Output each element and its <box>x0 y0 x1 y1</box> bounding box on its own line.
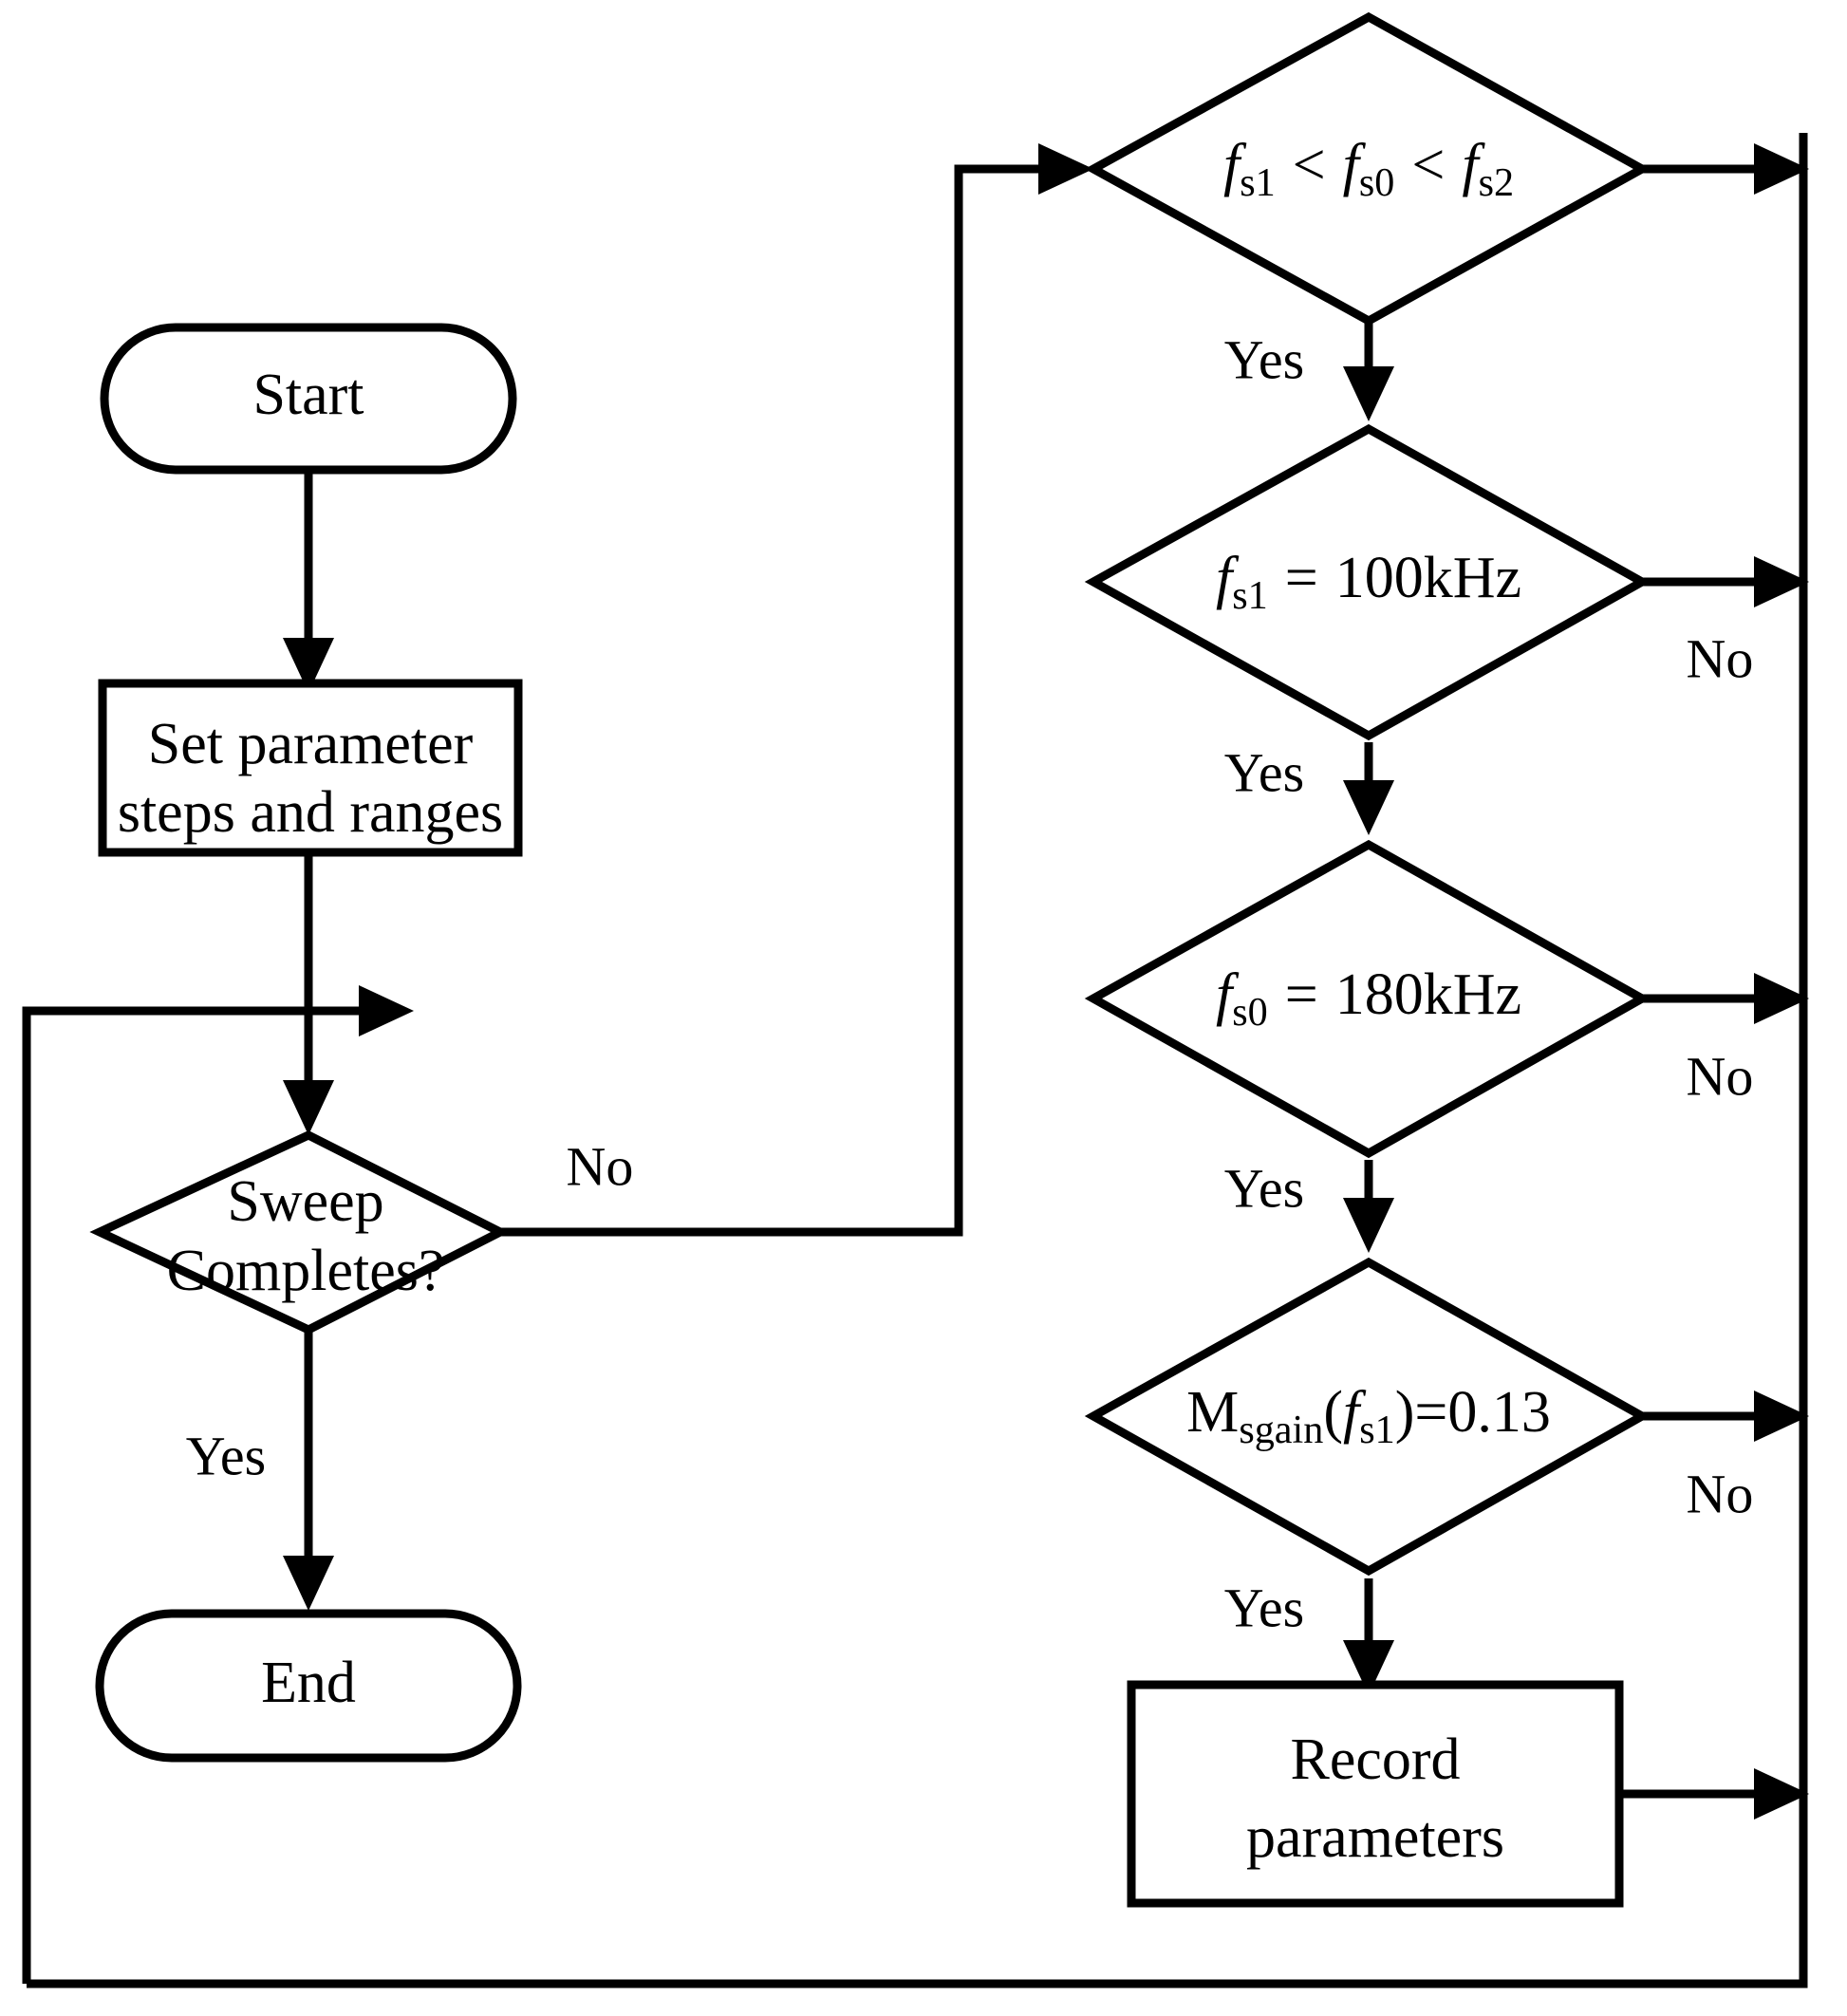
node-start-label: Start <box>252 363 364 427</box>
node-record-parameters-line1: Record <box>1290 1727 1460 1792</box>
node-cond-msgain-label: Msgain(fs1)=0.13 <box>1186 1380 1551 1451</box>
arrowhead-fs0-yes-to-msgain <box>1343 1198 1394 1253</box>
cond-fs1-value: 100kHz <box>1335 546 1521 610</box>
edge-label-fs1-yes: Yes <box>1224 741 1304 803</box>
arrowhead-sweep-no-to-range <box>1038 143 1093 195</box>
arrowhead-fs0-no-to-bus <box>1754 973 1809 1024</box>
edge-label-range-yes: Yes <box>1224 328 1304 390</box>
arrowhead-sweep-yes-to-end <box>283 1556 334 1611</box>
arrowhead-msgain-no-to-bus <box>1754 1391 1809 1442</box>
node-cond-msgain[interactable] <box>1084 1257 1651 1577</box>
cond-msgain-op: = <box>1414 1380 1447 1445</box>
cond-msgain-fn-sub: sgain <box>1239 1408 1323 1452</box>
node-record-parameters[interactable] <box>1127 1680 1624 1908</box>
node-cond-fs0-label: fs0=180kHz <box>1216 962 1521 1034</box>
cond-fs0-sub: s0 <box>1232 990 1267 1035</box>
node-set-parameters-line1: Set parameter <box>148 712 474 776</box>
cond-range-sub3: s2 <box>1479 160 1514 205</box>
cond-fs1-sub: s1 <box>1232 573 1267 618</box>
edge-label-fs0-no: No <box>1687 1045 1754 1107</box>
connector-loop-return-left <box>22 1006 375 1984</box>
node-cond-range[interactable] <box>1084 11 1651 327</box>
node-cond-fs1[interactable] <box>1084 423 1651 741</box>
node-cond-range-label: fs1<fs0<fs2 <box>1223 133 1514 204</box>
node-cond-fs1-label: fs1=100kHz <box>1216 546 1521 617</box>
edge-label-fs0-yes: Yes <box>1224 1157 1304 1219</box>
cond-range-sub2: s0 <box>1359 160 1394 205</box>
cond-msgain-open: ( <box>1323 1380 1343 1445</box>
arrowhead-msgain-yes-to-record <box>1343 1640 1394 1695</box>
cond-fs0-value: 180kHz <box>1335 962 1521 1027</box>
arrowhead-loop-return-left <box>359 985 414 1036</box>
arrowhead-start-to-setparams <box>283 638 334 693</box>
arrowhead-fs1-no-to-bus <box>1754 556 1809 607</box>
node-sweep-completes[interactable] <box>89 1130 510 1335</box>
edge-label-sweep-no: No <box>567 1135 634 1197</box>
edge-label-sweep-yes: Yes <box>186 1425 266 1486</box>
edge-label-msgain-yes: Yes <box>1224 1577 1304 1638</box>
connector-sweep-no-to-range <box>500 164 1049 1237</box>
arrowhead-record-to-bus <box>1754 1768 1809 1820</box>
node-set-parameters[interactable] <box>98 679 523 857</box>
edge-label-fs1-no: No <box>1687 627 1754 689</box>
node-end[interactable] <box>95 1609 522 1763</box>
node-start[interactable] <box>100 323 517 475</box>
cond-fs1-op: = <box>1285 546 1318 610</box>
arrowhead-range-no-to-bus <box>1754 143 1809 195</box>
cond-range-op2: < <box>1411 133 1445 197</box>
cond-msgain-fn: M <box>1186 1380 1239 1445</box>
node-sweep-completes-line2: Completes? <box>167 1239 445 1303</box>
arrowhead-setparams-to-sweep <box>283 1080 334 1135</box>
node-sweep-completes-line1: Sweep <box>227 1169 383 1234</box>
connector-right-bus <box>27 133 1808 1988</box>
cond-msgain-value: 0.13 <box>1447 1380 1551 1445</box>
node-cond-fs0[interactable] <box>1084 839 1651 1159</box>
cond-range-sub1: s1 <box>1240 160 1275 205</box>
arrowhead-fs1-yes-to-fs0 <box>1343 780 1394 835</box>
cond-msgain-close: ) <box>1395 1380 1415 1445</box>
node-record-parameters-line2: parameters <box>1246 1805 1504 1870</box>
cond-msgain-arg-sub: s1 <box>1359 1408 1394 1452</box>
cond-range-op1: < <box>1293 133 1326 197</box>
node-end-label: End <box>261 1651 356 1715</box>
arrowhead-range-yes-to-fs1 <box>1343 366 1394 421</box>
cond-fs0-op: = <box>1285 962 1318 1027</box>
node-set-parameters-line2: steps and ranges <box>118 780 503 845</box>
edge-label-msgain-no: No <box>1687 1463 1754 1524</box>
